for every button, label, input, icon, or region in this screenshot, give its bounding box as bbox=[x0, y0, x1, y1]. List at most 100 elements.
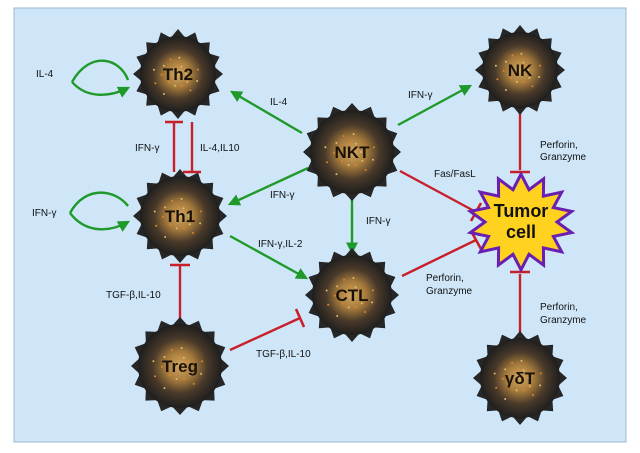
cell-speckle bbox=[187, 215, 190, 217]
cell-speckle bbox=[196, 68, 199, 71]
cell-speckle bbox=[182, 207, 185, 210]
cell-speckle bbox=[527, 69, 530, 71]
cell-speckle bbox=[169, 374, 171, 377]
cell-speckle bbox=[153, 210, 156, 213]
cell-speckle bbox=[352, 276, 355, 279]
cell-speckle bbox=[164, 236, 167, 238]
cell-body bbox=[482, 32, 558, 108]
cell-body bbox=[140, 176, 220, 256]
cell-speckle bbox=[504, 89, 507, 91]
treg-inhibits-ctl-bar bbox=[294, 308, 306, 328]
edge-label-gdt-tumor-1: Perforin, bbox=[540, 302, 578, 313]
cell-speckle bbox=[342, 135, 345, 137]
cell-speckle bbox=[504, 368, 507, 371]
cell-speckle bbox=[325, 289, 328, 292]
il4-self-loop-arrow bbox=[70, 59, 130, 83]
cell-label-nk: NK bbox=[508, 61, 533, 80]
tumor-label-line1: Tumor bbox=[494, 201, 549, 221]
cell-speckle bbox=[364, 168, 367, 171]
cell-speckle bbox=[361, 159, 364, 162]
cell-speckle bbox=[511, 54, 514, 57]
nkt-to-th1-arrow bbox=[227, 166, 309, 206]
cell-speckle bbox=[520, 359, 523, 362]
cell-speckle bbox=[155, 224, 158, 227]
cell-speckle bbox=[496, 78, 499, 81]
nkt-to-nk-arrow bbox=[397, 84, 473, 127]
cell-speckle bbox=[180, 347, 183, 350]
cell-speckle bbox=[347, 306, 350, 309]
edge-label-nkt-nk: IFN-γ bbox=[408, 90, 432, 101]
cell-speckle bbox=[183, 377, 185, 380]
th1-to-ctl-arrow bbox=[229, 234, 309, 280]
cell-speckle bbox=[186, 80, 189, 83]
cell-speckle bbox=[162, 93, 165, 95]
cell-speckle bbox=[152, 360, 155, 363]
cell-speckle bbox=[360, 151, 362, 153]
cell-speckle bbox=[186, 210, 189, 213]
cell-speckle bbox=[349, 142, 352, 145]
edge-label-nkt-th2: IL-4 bbox=[270, 97, 288, 108]
cell-body bbox=[480, 338, 560, 418]
cell-speckle bbox=[336, 315, 339, 317]
cell-speckle bbox=[509, 385, 512, 388]
cell-speckle bbox=[347, 164, 350, 166]
cell-speckle bbox=[539, 372, 542, 375]
cell-speckle bbox=[528, 76, 531, 79]
cell-speckle bbox=[511, 361, 514, 364]
cell-speckle bbox=[160, 73, 163, 76]
cell-speckle bbox=[162, 64, 165, 67]
cell-body bbox=[138, 324, 222, 408]
cell-speckle bbox=[510, 77, 512, 80]
cell-speckle bbox=[170, 349, 173, 351]
cell-speckle bbox=[539, 384, 542, 387]
cell-speckle bbox=[493, 372, 496, 375]
cell-speckle bbox=[522, 389, 525, 392]
cell-nkt: NKT bbox=[303, 103, 401, 201]
edge-label-nkt-tumor: Fas/FasL bbox=[434, 169, 476, 180]
cell-nk: NK bbox=[475, 25, 565, 115]
cell-speckle bbox=[504, 60, 507, 63]
cell-speckle bbox=[180, 84, 183, 87]
cell-body bbox=[312, 255, 392, 335]
ifn-self-loop-arrow bbox=[68, 191, 129, 214]
cell-treg: Treg bbox=[131, 317, 229, 415]
cell-speckle bbox=[349, 285, 352, 288]
edge-label-ctl-tumor-2: Granzyme bbox=[426, 286, 473, 297]
cell-speckle bbox=[341, 302, 344, 305]
cell-speckle bbox=[527, 377, 530, 379]
cell-speckle bbox=[358, 289, 361, 292]
cell-speckle bbox=[373, 146, 375, 149]
cell-gdt: γδT bbox=[473, 331, 567, 425]
ctl-inhibits-tumor-line bbox=[401, 238, 477, 278]
cell-speckle bbox=[178, 56, 181, 59]
cell-body bbox=[310, 110, 394, 194]
cell-speckle bbox=[171, 199, 174, 202]
cell-speckle bbox=[515, 80, 518, 83]
cell-label-nkt: NKT bbox=[335, 143, 371, 162]
cell-speckle bbox=[188, 365, 190, 367]
cell-speckle bbox=[522, 80, 525, 83]
nkt-inhibits-tumor-line bbox=[399, 169, 477, 214]
cell-speckle bbox=[528, 385, 531, 388]
cell-speckle bbox=[180, 197, 183, 200]
cell-speckle bbox=[343, 278, 346, 281]
cell-speckle bbox=[531, 85, 534, 88]
cell-speckle bbox=[161, 365, 163, 368]
cell-label-treg: Treg bbox=[162, 357, 198, 376]
cell-speckle bbox=[154, 375, 156, 378]
cell-speckle bbox=[182, 356, 185, 359]
edge-label-treg-th1: TGF-β,IL-10 bbox=[106, 290, 161, 301]
cell-speckle bbox=[169, 223, 172, 226]
cell-speckle bbox=[161, 215, 164, 218]
cell-speckle bbox=[335, 173, 338, 176]
cell-speckle bbox=[354, 306, 357, 309]
cell-speckle bbox=[501, 377, 504, 380]
ifn-self-loop-tail bbox=[69, 212, 131, 232]
cell-label-gdt: γδT bbox=[505, 369, 536, 388]
cell-speckle bbox=[177, 206, 180, 209]
cell-speckle bbox=[359, 294, 362, 296]
cell-speckle bbox=[327, 303, 330, 306]
cell-speckle bbox=[152, 68, 155, 71]
